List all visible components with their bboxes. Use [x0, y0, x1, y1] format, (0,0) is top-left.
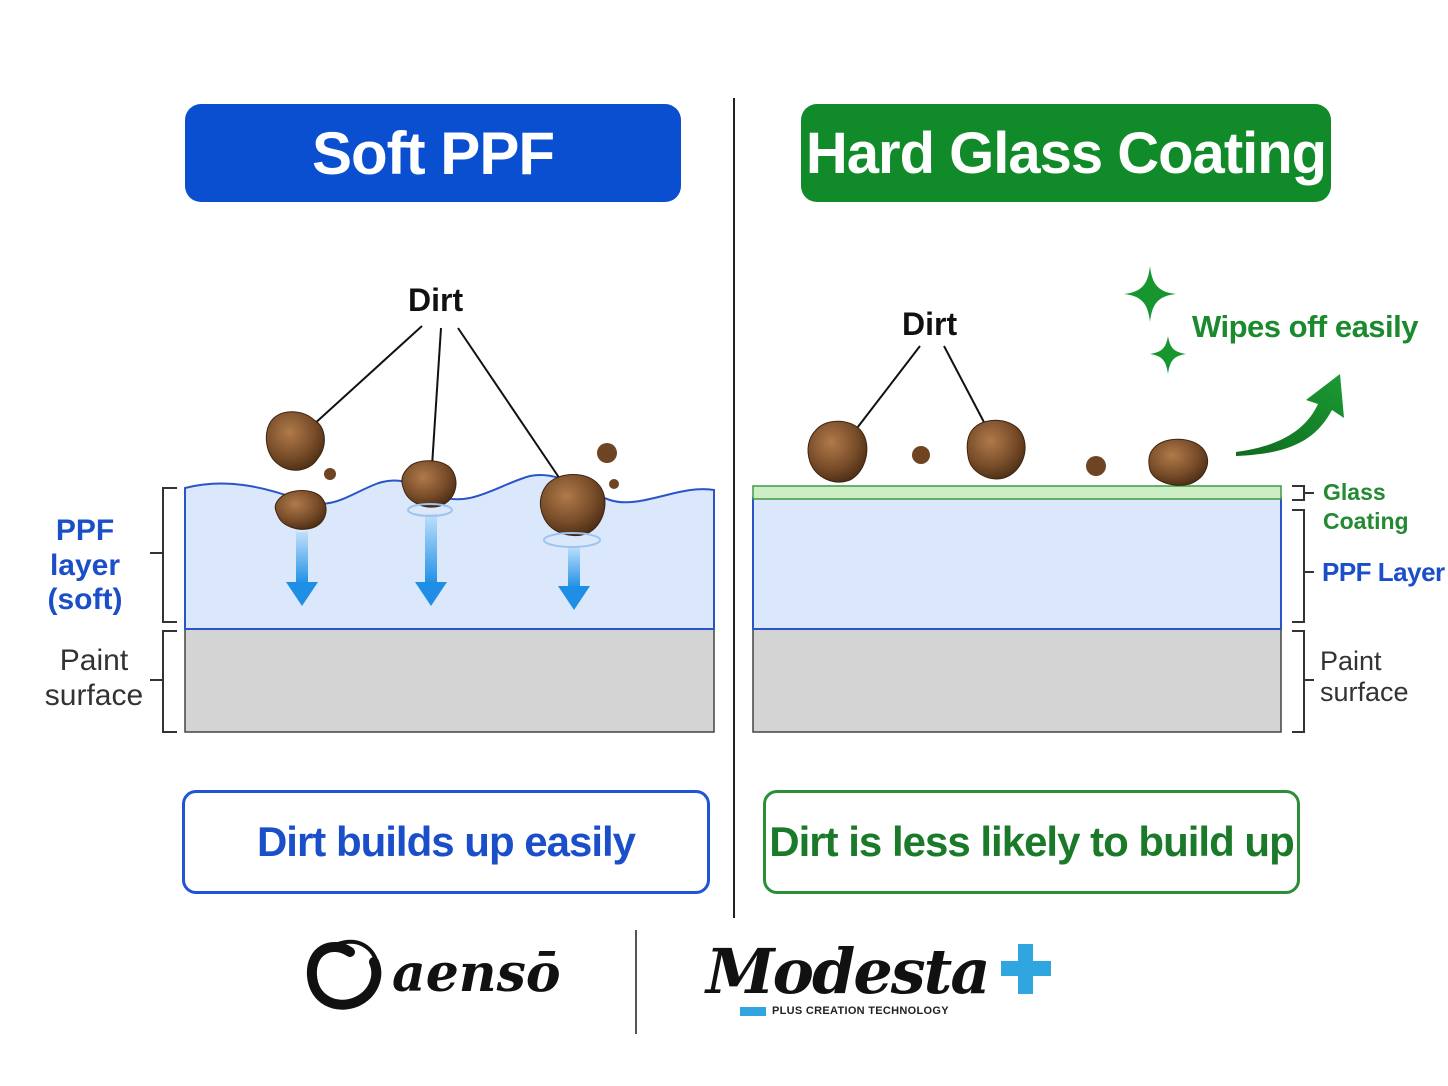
- dirt-clump: [401, 460, 457, 508]
- dirt-clump: [274, 490, 327, 530]
- right-dirt-particles: [807, 419, 1208, 486]
- sparkle-icon: [1124, 266, 1176, 322]
- aenso-logo-mark: [306, 939, 382, 1010]
- left-dirt-leaders: [311, 325, 563, 483]
- sparkle-icon: [1150, 336, 1186, 374]
- dirt-speck: [324, 468, 336, 480]
- hard-glass-coating-title: Hard Glass Coating: [801, 104, 1331, 202]
- label-line: Paint: [1320, 646, 1382, 676]
- left-caption: Dirt builds up easily: [182, 790, 710, 894]
- left-dirt-particles: [265, 411, 619, 548]
- label-line: Coating: [1323, 507, 1409, 534]
- label-line: PPF layer: [49, 514, 121, 582]
- label-line: surface: [1320, 677, 1409, 708]
- dirt-clump: [1148, 438, 1208, 486]
- logo-divider: [635, 930, 637, 1034]
- label-line: Glass: [1323, 479, 1386, 505]
- down-arrow: [415, 514, 447, 606]
- left-paint-surface: [184, 628, 715, 733]
- modesta-plus-icon: [1001, 944, 1051, 994]
- down-arrow: [286, 532, 318, 606]
- left-paint-label: Paint surface: [40, 644, 148, 713]
- right-ppf-layer: [752, 497, 1282, 630]
- wipe-arrow: [1236, 374, 1344, 456]
- label-line: (soft): [47, 583, 123, 616]
- left-down-arrows: [286, 514, 590, 610]
- left-ppf-layer-label: PPF layer (soft): [22, 514, 148, 618]
- modesta-tag-badge: [740, 1007, 766, 1016]
- right-dirt-leaders: [853, 345, 987, 433]
- right-dirt-label: Dirt: [902, 306, 958, 342]
- dirt-speck: [1086, 456, 1106, 476]
- dirt-speck: [597, 443, 617, 463]
- dirt-clump: [966, 419, 1026, 480]
- modesta-logo-text: Modesta: [706, 935, 990, 1008]
- right-paint-label: Paint surface: [1320, 646, 1409, 708]
- glass-coating-label: Glass Coating: [1323, 478, 1409, 536]
- dirt-speck: [609, 479, 619, 489]
- down-arrow: [558, 546, 590, 610]
- dirt-clump: [265, 411, 325, 471]
- right-paint-surface: [752, 628, 1282, 733]
- modesta-tagline: PLUS CREATION TECHNOLOGY: [772, 1005, 949, 1017]
- right-glass-coating: [752, 485, 1282, 500]
- dirt-clump: [807, 420, 868, 483]
- wipes-off-label: Wipes off easily: [1192, 309, 1419, 344]
- left-brackets: [150, 487, 177, 733]
- aenso-logo-text: aensō: [392, 943, 561, 1004]
- right-ppf-layer-label: PPF Layer: [1322, 557, 1445, 587]
- dirt-speck: [912, 446, 930, 464]
- dirt-clump: [539, 473, 606, 536]
- right-brackets: [1292, 485, 1314, 733]
- left-dirt-label: Dirt: [408, 282, 464, 318]
- center-divider: [733, 98, 735, 918]
- label-line: Paint: [59, 644, 129, 677]
- soft-ppf-title: Soft PPF: [185, 104, 681, 202]
- modesta-registered-mark: ®: [975, 959, 984, 973]
- sparkle-icons: [1124, 266, 1186, 374]
- right-caption: Dirt is less likely to build up: [763, 790, 1300, 894]
- label-line: surface: [44, 678, 144, 712]
